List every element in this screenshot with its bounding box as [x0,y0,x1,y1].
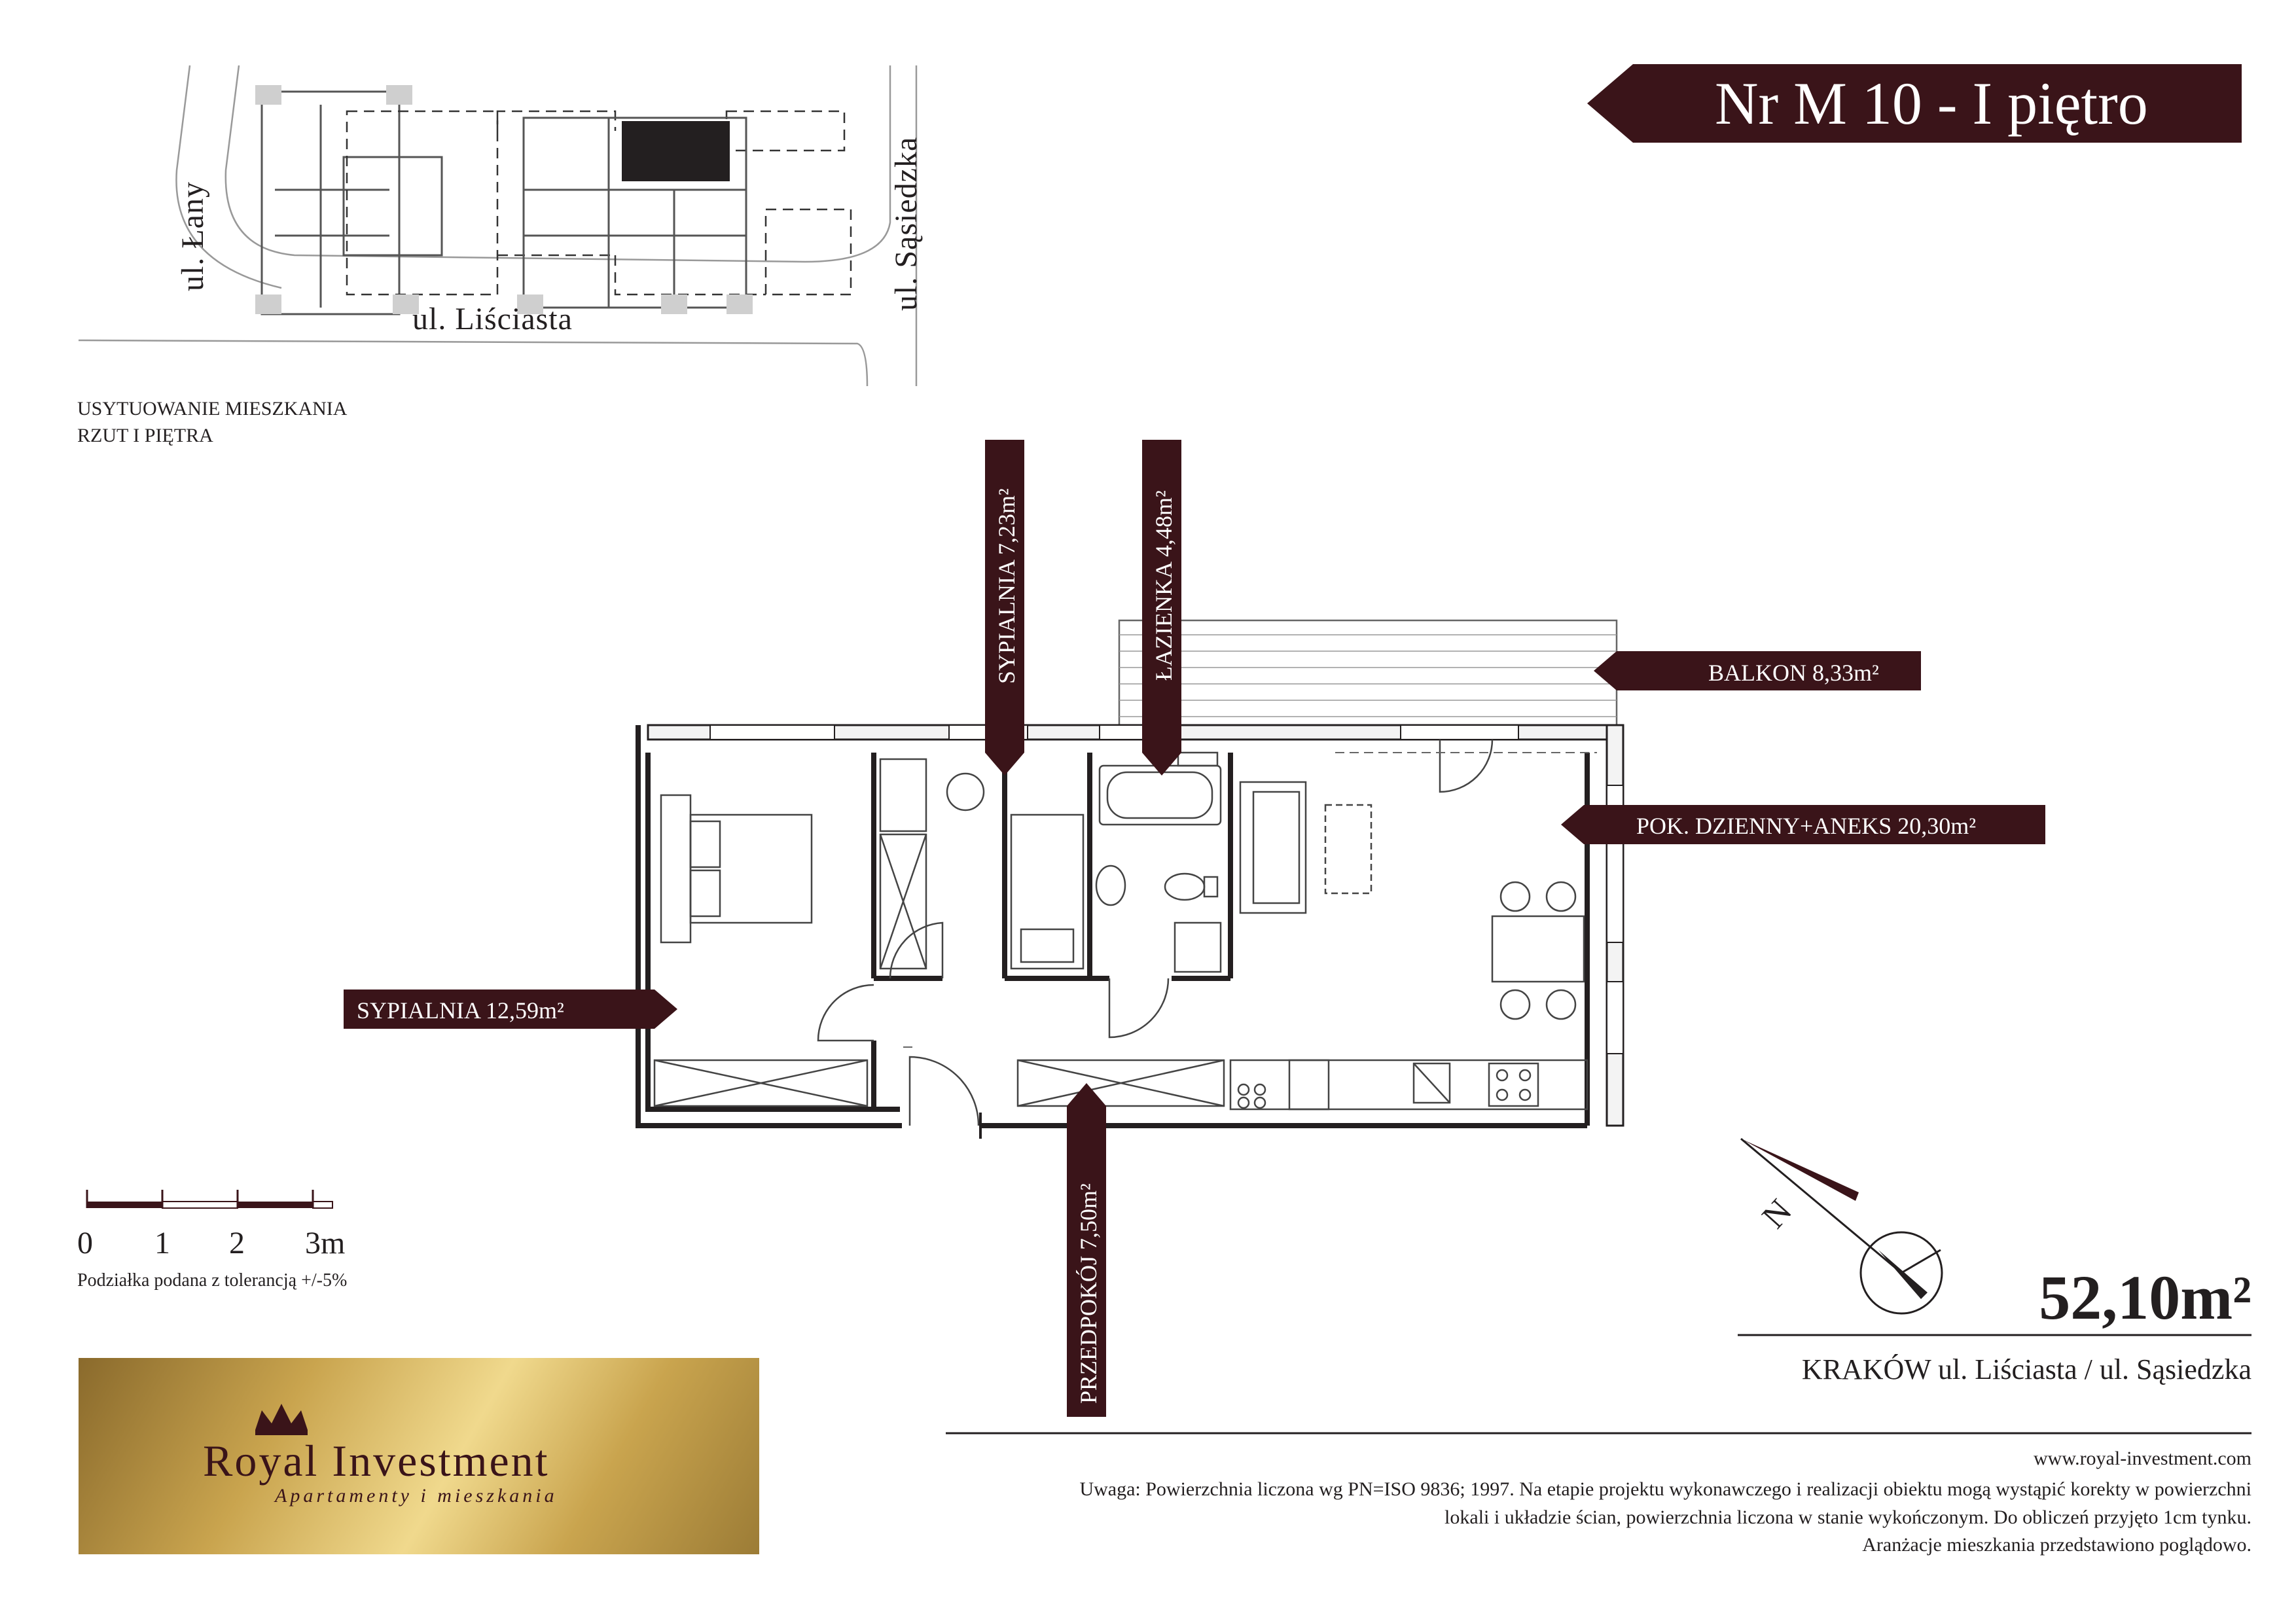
label-sypialnia-large: SYPIALNIA 12,59m² [344,990,677,1029]
scale-tick-0: 0 [77,1226,93,1260]
label-sypialnia-small: SYPIALNIA 7,23m² [985,440,1024,776]
scale-tick-2: 2 [229,1226,245,1260]
label-lazienka-text: ŁAZIENKA 4,48m² [1151,490,1177,681]
street-label-lany: ul. Łany [175,181,210,291]
logo-name: Royal Investment [203,1436,550,1486]
bathroom-fixtures [1095,751,1222,973]
disclaimer: Uwaga: Powierzchnia liczona wg PN=ISO 98… [942,1476,2251,1560]
disclaimer-line1: Uwaga: Powierzchnia liczona wg PN=ISO 98… [1079,1478,2251,1500]
address: KRAKÓW ul. Liściasta / ul. Sąsiedzka [1802,1353,2251,1385]
balcony [1118,619,1618,726]
label-lazienka: ŁAZIENKA 4,48m² [1142,440,1181,776]
wardrobe-bedroom [653,1059,869,1107]
scale-tick-1: 1 [154,1226,170,1260]
location-caption-line2: RZUT I PIĘTRA [77,424,213,446]
wardrobe-small-bedroom [879,833,927,970]
scale-bar: 0 1 2 3m Podziałka podana z tolerancją +… [77,1190,347,1291]
disclaimer-line2: lokali i układzie ścian, powierzchnia li… [1444,1506,2251,1528]
label-sypialnia-small-text: SYPIALNIA 7,23m² [994,488,1020,684]
street-label-sasiedzka: ul. Sąsiedzka [889,137,924,311]
title-banner: Nr M 10 - I piętro [1587,64,2242,143]
wardrobe-hall [1016,1059,1225,1107]
coffee-table [1324,804,1372,895]
label-przedpokoj: PRZEDPOKÓJ 7,50m² [1067,1083,1106,1417]
label-przedpokoj-text: PRZEDPOKÓJ 7,50m² [1075,1183,1102,1404]
apartment-highlight [622,121,730,181]
building-block-right [522,116,747,309]
dining-table [1491,915,1585,983]
site-location-map: ul. Łany ul. Liściasta ul. Sąsiedzka [78,65,924,387]
total-area: 52,10m² [2039,1262,2251,1332]
sofa [1239,781,1307,914]
bed-double [660,794,813,944]
label-balkon-text: BALKON 8,33m² [1708,660,1879,686]
kitchen-counter [1229,1059,1588,1111]
label-pokoj-dzienny: POK. DZIENNY+ANEKS 20,30m² [1561,805,2045,844]
page-title: Nr M 10 - I piętro [1715,70,2148,137]
logo-tagline: Apartamenty i mieszkania [274,1485,558,1507]
label-pokoj-dzienny-text: POK. DZIENNY+ANEKS 20,30m² [1636,813,1976,839]
toilet [1164,872,1206,901]
crown-icon [255,1404,308,1435]
location-caption: USYTUOWANIE MIESZKANIA RZUT I PIĘTRA [77,396,347,449]
street-label-lisciasta: ul. Liściasta [412,302,573,336]
location-caption-line1: USYTUOWANIE MIESZKANIA [77,398,348,419]
building-block-left [260,90,443,315]
bed-single [1010,813,1085,970]
hob [1488,1062,1539,1107]
company-logo: Royal Investment Apartamenty i mieszkani… [79,1358,759,1554]
scale-tick-3: 3m [305,1226,345,1260]
living-furniture [1229,781,1588,1111]
label-balkon: BALKON 8,33m² [1594,651,1921,690]
label-sypialnia-large-text: SYPIALNIA 12,59m² [357,997,564,1024]
north-arrow-icon: N [1740,1137,1943,1315]
compass-label: N [1755,1192,1799,1236]
website[interactable]: www.royal-investment.com [2034,1448,2251,1469]
washing-machine [1174,921,1222,973]
scale-note: Podziałka podana z tolerancją +/-5% [77,1270,347,1291]
disclaimer-line3: Aranżacje mieszkania przedstawiono poglą… [1862,1534,2251,1556]
washbasin [1095,865,1126,906]
